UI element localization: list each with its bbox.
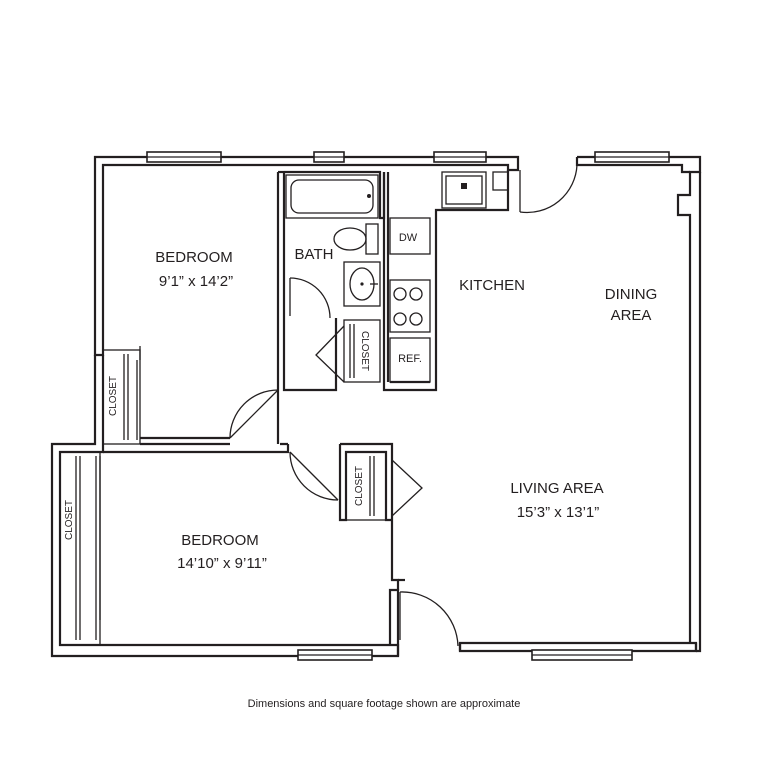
refrigerator-label: REF. — [398, 353, 422, 365]
sink — [343, 261, 381, 307]
windows — [146, 151, 670, 661]
interior-walls — [103, 170, 510, 651]
dining-name-line2: AREA — [611, 307, 652, 324]
bedroom2-name: BEDROOM — [181, 532, 259, 549]
closet-label-bath: CLOSET — [359, 331, 370, 371]
kitchen-cabinet-corner — [492, 171, 509, 191]
closet-bath: CLOSET — [315, 319, 381, 383]
bedroom2-dims: 14’10” x 9’11” — [177, 555, 267, 572]
bedroom1-name: BEDROOM — [155, 249, 233, 266]
bedroom1-dims: 9’1” x 14’2” — [159, 273, 233, 290]
toilet — [333, 223, 379, 255]
dining-name-line1: DINING — [605, 286, 658, 303]
bathtub — [285, 174, 379, 219]
doors — [229, 157, 578, 647]
dishwasher: DW — [389, 217, 431, 255]
closet-bedroom1: CLOSET — [102, 346, 141, 445]
closet-entry: CLOSET — [345, 451, 423, 521]
exterior-walls — [50, 155, 702, 658]
closet-label-entry: CLOSET — [354, 466, 365, 506]
kitchen-sink — [441, 171, 487, 209]
kitchen-name: KITCHEN — [459, 277, 525, 294]
closet-label-bedroom2: CLOSET — [64, 500, 75, 540]
living-dims: 15’3” x 13’1” — [517, 504, 600, 521]
closet-bedroom2: CLOSET — [59, 451, 101, 646]
stove — [389, 279, 431, 333]
closet-label-bedroom1: CLOSET — [108, 376, 119, 416]
living-name: LIVING AREA — [510, 480, 603, 497]
refrigerator: REF. — [389, 337, 431, 383]
disclaimer-text: Dimensions and square footage shown are … — [247, 698, 521, 710]
bath-name: BATH — [295, 246, 334, 263]
dishwasher-label: DW — [399, 232, 418, 244]
room-labels: BEDROOM 9’1” x 14’2” BATH KITCHEN DINING… — [155, 246, 657, 572]
